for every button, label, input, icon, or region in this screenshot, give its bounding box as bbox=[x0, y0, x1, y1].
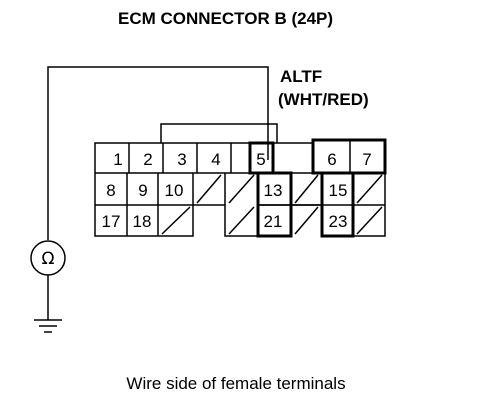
terminal-21: 21 bbox=[264, 212, 283, 231]
terminal-10: 10 bbox=[165, 181, 184, 200]
terminal-4: 4 bbox=[211, 150, 220, 169]
terminal-23: 23 bbox=[329, 212, 348, 231]
terminal-7: 7 bbox=[362, 150, 371, 169]
probe-wire bbox=[47, 66, 269, 240]
ohmmeter-icon: Ω bbox=[30, 240, 66, 320]
terminal-13: 13 bbox=[264, 181, 283, 200]
terminal-labels: 1 2 3 4 5 6 7 8 9 10 13 15 17 18 21 23 bbox=[102, 150, 372, 231]
ground-icon bbox=[34, 319, 62, 333]
diagram-title: ECM CONNECTOR B (24P) bbox=[118, 9, 333, 28]
wire-label-terminal: ALTF bbox=[280, 67, 322, 86]
terminal-18: 18 bbox=[133, 212, 152, 231]
terminal-9: 9 bbox=[138, 181, 147, 200]
wire-label-color: (WHT/RED) bbox=[278, 90, 369, 109]
terminal-6: 6 bbox=[327, 150, 336, 169]
empty-cavities bbox=[161, 174, 383, 235]
terminal-1: 1 bbox=[113, 150, 122, 169]
terminal-17: 17 bbox=[102, 212, 121, 231]
terminal-2: 2 bbox=[143, 150, 152, 169]
terminal-15: 15 bbox=[329, 181, 348, 200]
highlighted-terminals bbox=[248, 138, 387, 238]
terminal-5: 5 bbox=[256, 150, 265, 169]
terminal-3: 3 bbox=[177, 150, 186, 169]
diagram-caption: Wire side of female terminals bbox=[126, 374, 345, 393]
svg-text:Ω: Ω bbox=[42, 249, 55, 269]
terminal-8: 8 bbox=[106, 181, 115, 200]
